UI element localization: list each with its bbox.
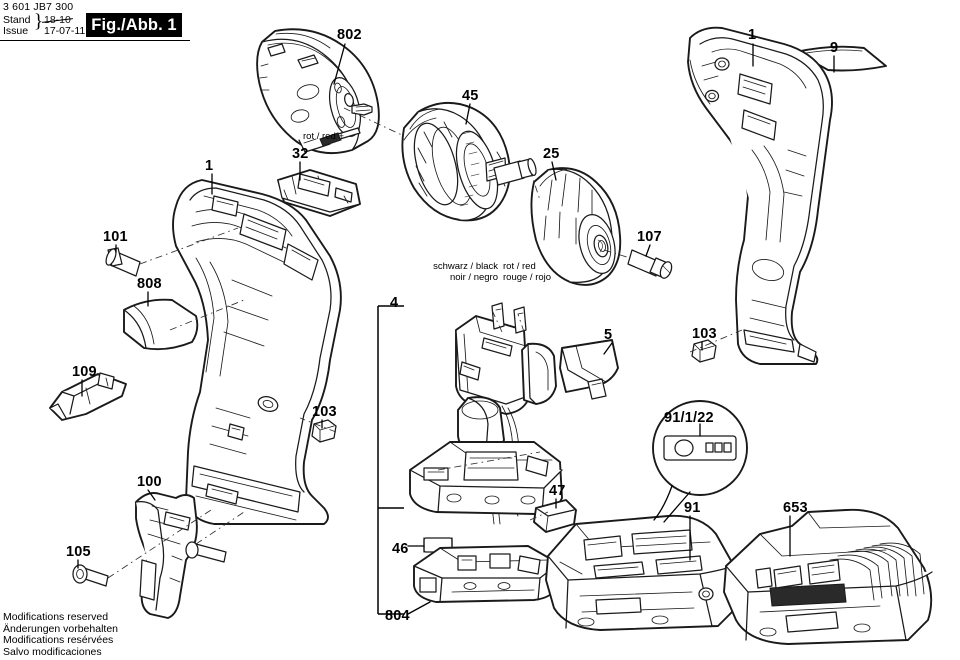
callout-808-sleeve: 808	[137, 276, 162, 292]
callout-802-motor: 802	[337, 27, 362, 43]
part-4-switch-assembly	[409, 302, 563, 525]
battery-label-detail-callout: 91/1/22	[664, 410, 714, 426]
part-47-rubber-pad	[533, 499, 577, 533]
part-5-cover	[559, 339, 619, 400]
callout-46-spring-pin: 46	[392, 541, 409, 557]
red-wire-line-2: rouge / rojo	[503, 271, 552, 283]
issue-label: Issue	[3, 25, 29, 37]
stand-date: 18-10	[44, 14, 71, 26]
issue-date: 17-07-11	[44, 25, 86, 37]
modifications-notice: Modifications reserved Änderungen vorbeh…	[3, 611, 119, 658]
callout-25-chuck: 25	[543, 146, 560, 162]
callout-1-housing-left: 1	[205, 158, 214, 174]
header-divider	[0, 40, 190, 41]
part-105-screw	[72, 564, 109, 587]
part-103-nut-right	[691, 339, 717, 363]
part-100-belt-clip	[135, 492, 198, 619]
notice-line-en: Modifications reserved	[3, 611, 109, 623]
callout-653-charger: 653	[783, 500, 808, 516]
callout-105-screw: 105	[66, 544, 91, 560]
figure-badge: Fig./Abb. 1	[86, 13, 182, 37]
callout-103-nut-right: 103	[692, 326, 717, 342]
assembly-axis-lines	[107, 107, 743, 579]
callout-804-base-plate: 804	[385, 608, 410, 624]
part-804-base-plate	[413, 545, 559, 603]
callout-1-housing-right: 1	[748, 27, 757, 43]
callout-5-cover: 5	[604, 327, 613, 343]
callout-4-switch-assembly: 4	[390, 295, 399, 311]
part-109-bit	[49, 372, 127, 421]
stand-label: Stand	[3, 14, 31, 26]
part-653-charger	[723, 508, 933, 645]
part-91-battery	[545, 514, 739, 631]
callout-107-screw: 107	[637, 229, 662, 245]
part-25-chuck	[530, 167, 622, 286]
motor-red-wire-label: rot / red +	[303, 131, 344, 142]
callout-91-battery: 91	[684, 500, 701, 516]
part-1-housing-right	[687, 26, 833, 365]
belt-clip-mount-line	[185, 541, 227, 563]
part-107-screw	[627, 249, 673, 279]
part-802-motor	[256, 28, 380, 155]
callout-47-rubber-pad: 47	[549, 483, 566, 499]
callout-101-screw: 101	[103, 229, 128, 245]
leader-lines	[77, 43, 835, 615]
callout-100-belt-clip: 100	[137, 474, 162, 490]
title-block: 3 601 JB7 300 Stand Issue } 18-10 17-07-…	[0, 0, 960, 40]
group-bracket-4	[377, 305, 404, 615]
notice-line-fr: Modifications resérvées	[3, 634, 114, 647]
header-brace: }	[34, 11, 44, 32]
black-wire-line-2: noir / negro	[449, 271, 498, 283]
callout-32-direction-switch: 32	[292, 146, 309, 162]
notice-line-de: Änderungen vorbehalten	[3, 622, 119, 635]
part-808-sleeve	[123, 298, 199, 351]
callout-103-nut-left: 103	[312, 404, 337, 420]
part-45-gearbox	[401, 101, 537, 222]
callout-109-bit: 109	[72, 364, 97, 380]
part-103-nut-left	[311, 419, 337, 443]
callout-9-nameplate: 9	[830, 40, 839, 56]
part-32-direction-switch	[277, 169, 361, 217]
switch-red-wire-label: rot / red rouge / rojo	[503, 261, 552, 284]
part-101-screw	[105, 247, 141, 277]
red-wire-line-1: rot / red	[503, 261, 536, 272]
part-1-housing-left	[172, 179, 342, 525]
switch-black-wire-label: schwarz / black noir / negro	[418, 261, 498, 284]
black-wire-line-1: schwarz / black	[433, 261, 498, 272]
callout-45-gearbox: 45	[462, 88, 479, 104]
notice-line-es: Salvo modificaciones	[3, 645, 102, 658]
part-number: 3 601 JB7 300	[3, 1, 74, 13]
battery-label-detail-bubble	[652, 400, 748, 523]
